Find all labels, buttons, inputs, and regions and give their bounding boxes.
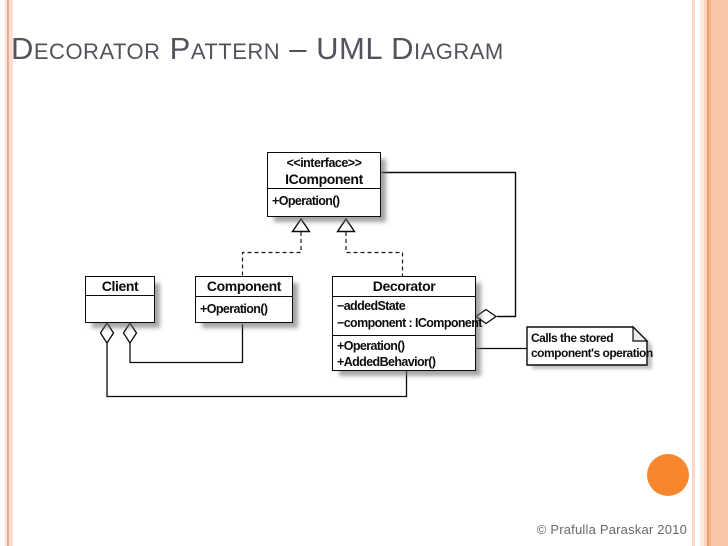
uml-class-client: Client bbox=[85, 276, 155, 323]
decorator-attribute: −addedState bbox=[337, 299, 406, 313]
realization-decorator bbox=[345, 232, 404, 276]
aggregation-diamond-client-right bbox=[122, 321, 138, 345]
copyright-text: © Prafulla Paraskar 2010 bbox=[536, 522, 687, 537]
note-line-2: component's operation bbox=[531, 346, 653, 360]
uml-note: Calls the stored component's operation bbox=[531, 331, 653, 361]
icomponent-method: +Operation() bbox=[272, 194, 340, 208]
aggregation-diamond-decorator bbox=[474, 308, 498, 325]
decorator-attribute: −component : IComponent bbox=[337, 316, 482, 330]
icomponent-name: IComponent bbox=[285, 171, 363, 187]
client-name: Client bbox=[101, 278, 139, 294]
note-shape bbox=[526, 326, 648, 366]
realization-component bbox=[241, 232, 302, 276]
decorator-method: +AddedBehavior() bbox=[337, 355, 436, 369]
decorator-name: Decorator bbox=[372, 278, 436, 294]
accent-circle bbox=[647, 454, 689, 496]
right-edge-thin-stripe bbox=[692, 0, 695, 546]
generalization-arrow-right bbox=[336, 217, 356, 233]
note-line-1: Calls the stored bbox=[531, 331, 614, 345]
note-fold-corner bbox=[632, 325, 649, 342]
left-edge-stripe bbox=[5, 0, 13, 546]
right-edge-stripe-band bbox=[700, 0, 728, 546]
icomponent-methods: +Operation() bbox=[268, 188, 380, 213]
slide-title: Decorator Pattern – UML Diagram bbox=[11, 31, 504, 66]
icomponent-stereotype: <<interface>> bbox=[286, 156, 362, 170]
uml-class-icomponent: <<interface>> IComponent +Operation() bbox=[267, 152, 381, 217]
component-method: +Operation() bbox=[200, 302, 268, 316]
decorator-attributes: −addedState −component : IComponent bbox=[333, 296, 482, 335]
aggregation-diamond-client-left bbox=[99, 321, 115, 345]
association-client-to-decorator bbox=[106, 343, 408, 398]
association-client-to-component bbox=[129, 324, 244, 364]
client-empty-compartment bbox=[86, 295, 154, 321]
generalization-arrow-left bbox=[291, 217, 311, 233]
decorator-method: +Operation() bbox=[337, 339, 405, 353]
component-methods: +Operation() bbox=[196, 296, 292, 321]
association-icomponent-to-decorator bbox=[381, 171, 517, 318]
component-name: Component bbox=[206, 278, 282, 294]
uml-class-component: Component +Operation() bbox=[195, 276, 293, 323]
uml-class-decorator: Decorator −addedState −component : IComp… bbox=[332, 276, 482, 372]
decorator-methods: +Operation() +AddedBehavior() bbox=[333, 335, 475, 372]
icomponent-header: <<interface>> IComponent bbox=[268, 153, 380, 188]
